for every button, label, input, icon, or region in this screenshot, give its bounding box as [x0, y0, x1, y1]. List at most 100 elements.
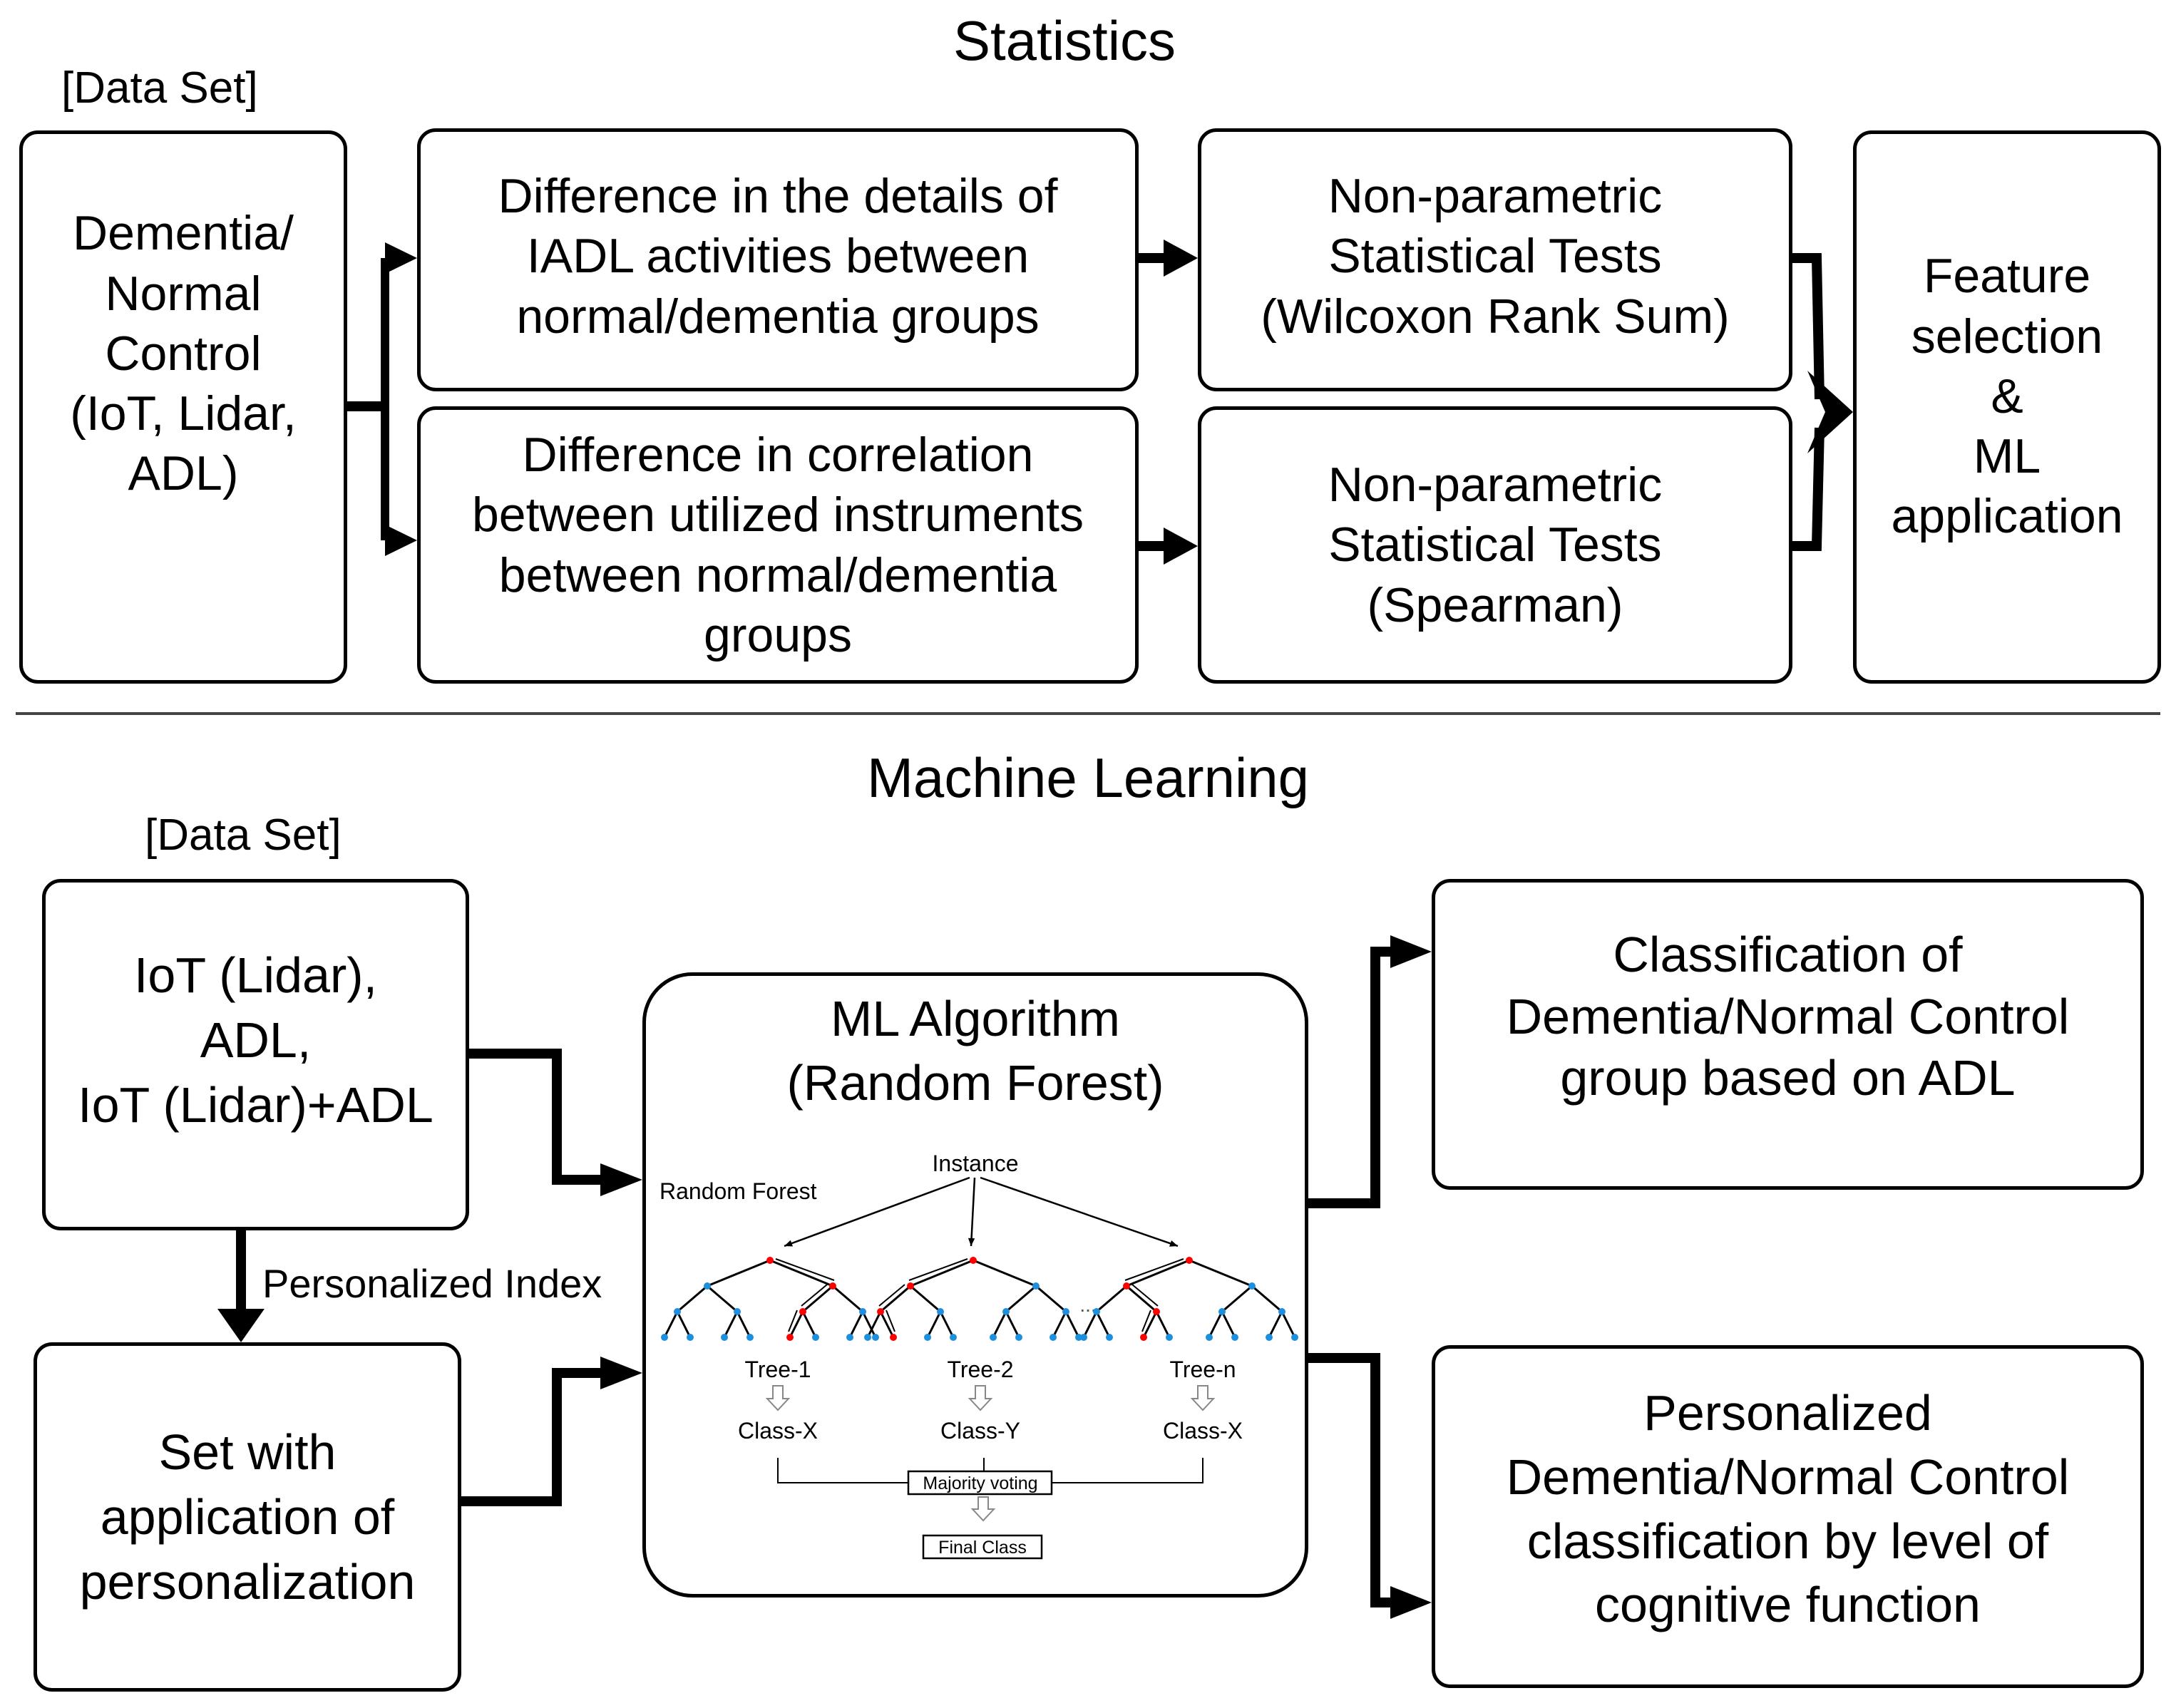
- rf-tree-node: [1248, 1282, 1256, 1290]
- rf-tree-edge: [1221, 1285, 1253, 1313]
- rf-tree-node: [721, 1334, 728, 1341]
- ml-section-title: Machine Learning: [866, 746, 1310, 809]
- rf-tree-edge: [1095, 1311, 1111, 1338]
- rf-path-arrow: [886, 1310, 895, 1332]
- ml-input-box: IoT (Lidar), ADL, IoT (Lidar)+ADL: [42, 879, 469, 1230]
- statistics-dataset-label: [Data Set]: [61, 63, 258, 113]
- rf-instance-arrow-2: [970, 1177, 976, 1247]
- rf-tree-edge: [801, 1311, 817, 1338]
- connector-input-to-algorithm: [469, 1049, 606, 1185]
- personalized-classification-text: Personalized Dementia/Normal Control cla…: [1506, 1385, 2070, 1633]
- connector-wilcoxon-to-merge: [1792, 253, 1825, 400]
- rf-tree-label: Tree-n: [1169, 1357, 1236, 1382]
- rf-tree-node: [990, 1334, 997, 1341]
- rf-tree-node: [1231, 1334, 1238, 1341]
- rf-instance-label: Instance: [933, 1151, 1019, 1176]
- arrowhead-to-personalized-classification: [1390, 1586, 1432, 1619]
- rf-tree-node: [1015, 1334, 1022, 1341]
- rf-tree-edge: [1208, 1311, 1223, 1338]
- rf-tree-edge: [1096, 1285, 1127, 1313]
- rf-tree-edge: [1005, 1285, 1037, 1313]
- arrowhead-to-feature-top: [1807, 371, 1853, 412]
- rf-majority-voting-label: Majority voting: [923, 1473, 1037, 1493]
- rf-tree-node: [950, 1334, 957, 1341]
- connector-spearman-to-merge: [1792, 427, 1825, 551]
- rf-tree-edge: [939, 1311, 955, 1338]
- stats-source-box: Dementia/ Normal Control (IoT, Lidar, AD…: [19, 130, 347, 684]
- personalized-classification-box: Personalized Dementia/Normal Control cla…: [1432, 1345, 2144, 1688]
- rf-tree-label: Tree-2: [947, 1357, 1013, 1382]
- iadl-difference-text: Difference in the details of IADL activi…: [498, 169, 1058, 344]
- rf-tree-node: [734, 1308, 741, 1315]
- spearman-test-text: Non-parametric Statistical Tests (Spearm…: [1328, 458, 1663, 632]
- rf-tree-edge: [789, 1311, 804, 1338]
- connector-algorithm-to-personalized: [1308, 1353, 1397, 1607]
- arrowhead-to-group-classification: [1390, 935, 1432, 968]
- connector-algorithm-to-group: [1308, 947, 1397, 1208]
- rf-tree-node: [1166, 1334, 1173, 1341]
- rf-tree-edge: [676, 1311, 692, 1338]
- ml-dataset-label: [Data Set]: [145, 811, 342, 860]
- rf-tree-edge: [1142, 1311, 1158, 1338]
- rf-tree-edge: [723, 1311, 739, 1338]
- correlation-difference-text: Difference in correlation between utiliz…: [471, 427, 1084, 662]
- rf-path-arrow: [1141, 1310, 1151, 1332]
- group-classification-text: Classification of Dementia/Normal Contro…: [1506, 926, 2070, 1106]
- rf-tree-node: [687, 1334, 694, 1341]
- rf-tree-edge: [1035, 1285, 1067, 1313]
- rf-tree-node: [846, 1334, 853, 1341]
- rf-tree-edge: [1126, 1259, 1190, 1287]
- rf-path-arrow: [801, 1284, 828, 1307]
- rf-tree-node: [1080, 1334, 1087, 1341]
- rf-tree-edge: [1052, 1311, 1067, 1338]
- stats-source-text: Dementia/ Normal Control (IoT, Lidar, AD…: [70, 206, 297, 501]
- arrowhead-to-personalized-set: [217, 1309, 265, 1342]
- feature-selection-text: Feature selection & ML application: [1891, 249, 2123, 544]
- rf-hollow-arrow: [1190, 1385, 1216, 1411]
- arrowhead-to-wilcoxon: [1164, 240, 1198, 277]
- wilcoxon-test-text: Non-parametric Statistical Tests (Wilcox…: [1261, 169, 1730, 344]
- rf-tree-node: [907, 1282, 914, 1290]
- arrowhead-to-algorithm-top: [600, 1163, 642, 1196]
- rf-tree-node: [937, 1308, 944, 1315]
- rf-tree-node: [1075, 1334, 1082, 1341]
- rf-tree-node: [1049, 1334, 1057, 1341]
- rf-tree-edge: [1005, 1311, 1020, 1338]
- rf-tree-edge: [926, 1311, 942, 1338]
- rf-tree-edge: [736, 1311, 751, 1338]
- rf-tree-label: Tree-1: [744, 1357, 811, 1382]
- arrowhead-to-spearman: [1164, 528, 1198, 565]
- rf-tree-node: [661, 1334, 668, 1341]
- arrowhead-to-algorithm-bottom: [600, 1357, 642, 1389]
- rf-tree-node: [859, 1308, 866, 1315]
- arrowhead-to-feature-bottom: [1807, 412, 1853, 453]
- rf-tree-node: [704, 1282, 711, 1290]
- rf-vote-line-right: [1052, 1458, 1204, 1483]
- rf-path-arrow: [788, 1310, 798, 1332]
- rf-tree-edge: [879, 1311, 895, 1338]
- rf-final-class-label: Final Class: [938, 1538, 1027, 1558]
- rf-tree-edge: [972, 1259, 1037, 1287]
- statistics-section-title: Statistics: [953, 9, 1176, 72]
- rf-tree-node: [1093, 1308, 1100, 1315]
- iadl-difference-box: Difference in the details of IADL activi…: [417, 128, 1139, 391]
- rf-tree-edge: [832, 1285, 863, 1313]
- rf-tree-node: [924, 1334, 931, 1341]
- rf-tree-edge: [848, 1311, 864, 1338]
- rf-tree-edge: [1268, 1311, 1283, 1338]
- rf-tree-node: [746, 1334, 754, 1341]
- rf-instance-arrowhead-1: [784, 1240, 793, 1247]
- personalized-index-label: Personalized Index: [262, 1261, 602, 1306]
- rf-tree-edge: [802, 1285, 833, 1313]
- rf-tree-edge: [707, 1285, 738, 1313]
- rf-tree-node: [890, 1334, 897, 1341]
- rf-class-label: Class-X: [1163, 1418, 1243, 1444]
- rf-tree-node: [766, 1257, 774, 1264]
- rf-final-hollow-arrow: [970, 1496, 996, 1522]
- rf-tree-edge: [992, 1311, 1007, 1338]
- rf-instance-arrow-1: [784, 1176, 970, 1247]
- rf-path-arrow: [1124, 1258, 1184, 1281]
- rf-tree-node: [970, 1257, 977, 1264]
